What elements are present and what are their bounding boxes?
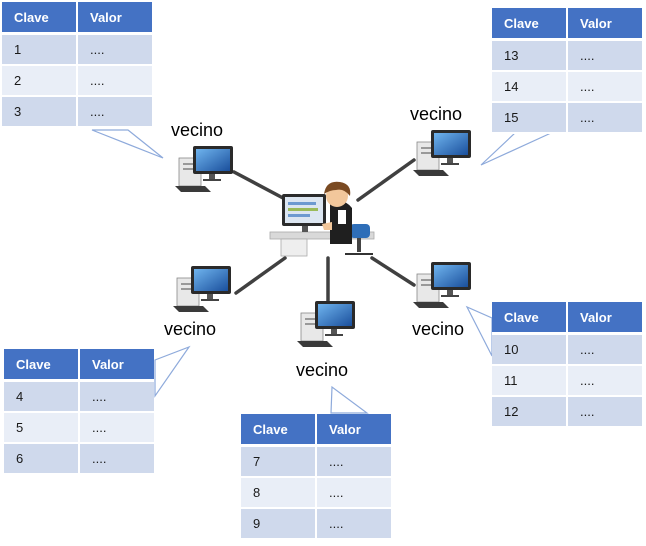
- table-row: 5....: [4, 412, 154, 444]
- table-row: 7....: [241, 445, 391, 478]
- value-cell: ....: [567, 333, 642, 366]
- neighbor-pc-bottom-center: [296, 300, 356, 348]
- neighbor-label-bottom-right: vecino: [412, 319, 465, 339]
- table-row: 4....: [4, 380, 154, 413]
- neighbor-label-bottom-left: vecino: [164, 319, 217, 339]
- table-row: 14....: [492, 71, 642, 103]
- link-top-left: [232, 170, 285, 200]
- header-valor: Valor: [567, 302, 642, 335]
- key-cell: 6: [4, 443, 80, 475]
- key-cell: 8: [241, 477, 317, 509]
- table-row: 10....: [492, 333, 642, 366]
- callouts: [91, 129, 552, 414]
- value-cell: ....: [316, 477, 391, 509]
- key-cell: 12: [492, 396, 568, 428]
- callout-bottom-left: [154, 345, 191, 398]
- header-valor: Valor: [316, 414, 391, 447]
- table-row: 15....: [492, 102, 642, 134]
- table-row: 9....: [241, 508, 391, 540]
- table-row: 13....: [492, 39, 642, 72]
- key-cell: 9: [241, 508, 317, 540]
- value-cell: ....: [316, 445, 391, 478]
- table-row: 3....: [2, 96, 152, 128]
- table-row: 12....: [492, 396, 642, 428]
- value-cell: ....: [77, 65, 152, 97]
- header-valor: Valor: [77, 2, 152, 35]
- link-bottom-right: [370, 256, 416, 287]
- key-cell: 1: [2, 33, 78, 66]
- neighbor-pc-top-right: [412, 129, 472, 177]
- neighbor-pc-bottom-left: [172, 265, 232, 313]
- value-cell: ....: [567, 102, 642, 134]
- table-row: 11....: [492, 365, 642, 397]
- value-cell: ....: [79, 443, 154, 475]
- neighbor-pc-bottom-right: [412, 261, 472, 309]
- header-clave: Clave: [241, 414, 317, 447]
- key-cell: 3: [2, 96, 78, 128]
- value-cell: ....: [567, 39, 642, 72]
- value-cell: ....: [79, 412, 154, 444]
- callout-top-right: [480, 132, 552, 166]
- value-cell: ....: [77, 33, 152, 66]
- links: [232, 158, 416, 304]
- central-user-workstation: [269, 181, 375, 257]
- neighbor-label-bottom-center: vecino: [296, 360, 349, 380]
- callout-top-left: [91, 129, 164, 159]
- link-bottom-left: [234, 256, 287, 295]
- key-cell: 15: [492, 102, 568, 134]
- value-cell: ....: [567, 365, 642, 397]
- value-cell: ....: [79, 380, 154, 413]
- key-cell: 5: [4, 412, 80, 444]
- header-valor: Valor: [567, 8, 642, 41]
- callout-bottom-right: [465, 305, 493, 357]
- header-clave: Clave: [4, 349, 80, 382]
- table-row: 1....: [2, 33, 152, 66]
- key-cell: 14: [492, 71, 568, 103]
- value-cell: ....: [77, 96, 152, 128]
- callout-bottom-center: [330, 385, 369, 414]
- header-clave: Clave: [492, 302, 568, 335]
- value-cell: ....: [316, 508, 391, 540]
- header-clave: Clave: [492, 8, 568, 41]
- neighbor-label-top-left: vecino: [171, 120, 224, 140]
- table-row: 8....: [241, 477, 391, 509]
- table-row: 2....: [2, 65, 152, 97]
- header-clave: Clave: [2, 2, 78, 35]
- key-cell: 2: [2, 65, 78, 97]
- link-top-right: [356, 158, 416, 202]
- key-cell: 10: [492, 333, 568, 366]
- value-cell: ....: [567, 396, 642, 428]
- key-cell: 7: [241, 445, 317, 478]
- key-cell: 11: [492, 365, 568, 397]
- neighbor-pc-top-left: [174, 145, 234, 193]
- table-row: 6....: [4, 443, 154, 475]
- value-cell: ....: [567, 71, 642, 103]
- key-cell: 4: [4, 380, 80, 413]
- key-cell: 13: [492, 39, 568, 72]
- neighbor-label-top-right: vecino: [410, 104, 463, 124]
- header-valor: Valor: [79, 349, 154, 382]
